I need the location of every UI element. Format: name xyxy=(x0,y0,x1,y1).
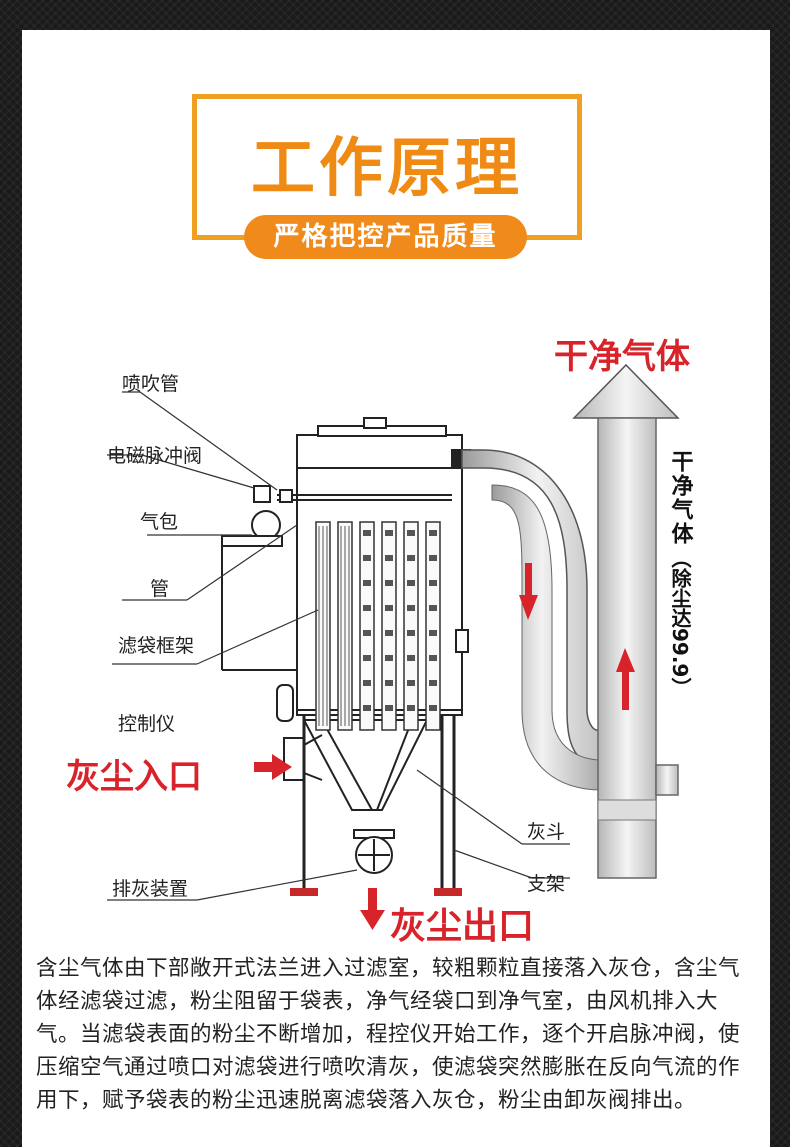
content-card: 工作原理 严格把控产品质量 xyxy=(22,30,770,1147)
label-spray-pipe: 喷吹管 xyxy=(122,373,179,395)
labels: 喷吹管 电磁脉冲阀 气包 管 滤袋框架 控制仪 灰尘入口 灰斗 支架 排灰装置 … xyxy=(66,337,695,947)
label-solenoid-valve: 电磁脉冲阀 xyxy=(107,445,202,467)
flow-arrows xyxy=(254,563,635,930)
support-legs xyxy=(302,715,456,890)
leg-feet xyxy=(290,888,462,896)
description-text: 含尘气体由下部敞开式法兰进入过滤室，较粗颗粒直接落入灰仓，含尘气体经滤袋过滤，粉… xyxy=(36,956,741,1113)
filter-frame-lines xyxy=(318,526,350,726)
label-support: 支架 xyxy=(527,873,565,895)
pulse-system xyxy=(221,485,452,722)
label-air-bag: 气包 xyxy=(140,511,178,533)
label-dust-outlet: 灰尘出口 xyxy=(390,906,534,947)
exhaust-stack xyxy=(572,363,680,879)
label-pipe: 管 xyxy=(150,578,169,600)
ash-discharge-valve xyxy=(353,829,395,874)
label-ash-hopper: 灰斗 xyxy=(527,821,565,843)
leader-lines xyxy=(107,391,570,901)
subtitle-badge: 严格把控产品质量 xyxy=(244,215,527,259)
label-clean-gas: 干净气体 xyxy=(554,337,690,377)
page-title: 工作原理 xyxy=(251,132,523,206)
label-efficiency: （除尘达99.9） xyxy=(668,548,692,697)
label-dust-inlet: 灰尘入口 xyxy=(66,757,202,797)
label-clean-gas-vertical: 干净气体 xyxy=(668,450,695,546)
label-ash-discharge: 排灰装置 xyxy=(112,878,188,900)
label-controller: 控制仪 xyxy=(118,713,175,735)
label-filter-frame: 滤袋框架 xyxy=(118,635,194,657)
dust-collector-diagram: 喷吹管 电磁脉冲阀 气包 管 滤袋框架 控制仪 灰尘入口 灰斗 支架 排灰装置 … xyxy=(66,337,695,947)
filter-bag-texture xyxy=(363,530,437,711)
